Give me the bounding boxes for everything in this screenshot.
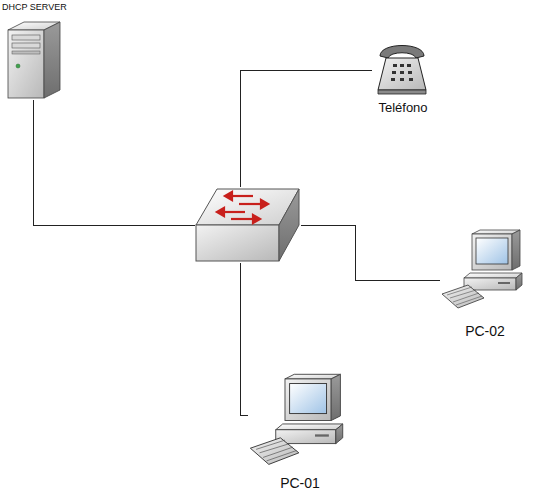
pc-workstation: PC-01 <box>248 372 352 494</box>
network-cable <box>301 225 440 280</box>
network-switch-icon <box>195 187 301 263</box>
network-cable <box>240 263 248 415</box>
pc-workstation-icon <box>440 228 530 312</box>
network-cable <box>240 70 372 187</box>
dhcp-server: DHCP SERVER <box>2 0 64 100</box>
device-label: Teléfono <box>362 101 444 115</box>
device-label: DHCP SERVER <box>2 3 64 13</box>
network-cable <box>33 100 195 225</box>
device-label: PC-02 <box>440 324 530 339</box>
dhcp-server-icon <box>2 0 64 100</box>
pc-workstation-icon <box>248 372 352 469</box>
device-label: PC-01 <box>248 476 352 491</box>
telephone: Teléfono <box>372 34 434 124</box>
telephone-icon <box>372 34 434 96</box>
pc-workstation: PC-02 <box>440 228 530 344</box>
network-switch <box>195 187 301 263</box>
